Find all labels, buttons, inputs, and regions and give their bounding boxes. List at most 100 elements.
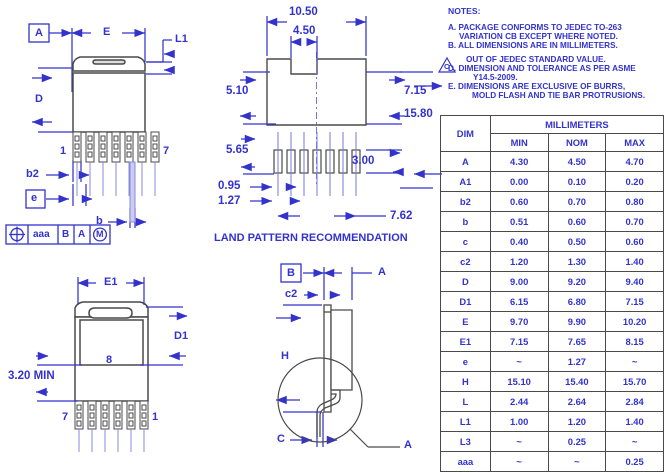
notes-title: NOTES:	[448, 6, 481, 16]
cell-dim: A1	[440, 171, 491, 192]
cell-max: 2.84	[605, 391, 664, 412]
cell-dim: L	[440, 391, 491, 412]
drawing-canvas	[5, 16, 457, 452]
side-view-dim-c-label: C	[277, 433, 285, 445]
cell-dim: A	[440, 151, 491, 172]
table-header-min: MIN	[489, 133, 549, 152]
bottom-view-dimension-lines	[36, 277, 188, 402]
front-view-pin-first-label: 1	[60, 145, 67, 157]
bottom-view-pin-extension-lines	[78, 429, 145, 452]
cell-dim: E1	[440, 331, 491, 352]
cell-nom: 4.50	[547, 151, 607, 172]
cell-min: 9.70	[489, 311, 549, 332]
note-d: D. DIMENSION AND TOLERANCE AS PER ASME	[448, 64, 636, 73]
cell-max: 10.20	[605, 311, 664, 332]
land-pattern-dim-left-lower-label: 5.65	[226, 144, 249, 156]
side-view-dim-h-label: H	[281, 350, 289, 362]
note-e: E. DIMENSIONS ARE EXCLUSIVE OF BURRS,	[448, 82, 626, 91]
table-row: e~1.27~	[440, 351, 664, 372]
triangle-note-symbol	[437, 56, 457, 73]
cell-max: 9.40	[605, 271, 664, 292]
cell-nom: 6.80	[547, 291, 607, 312]
note-b: B. ALL DIMENSIONS ARE IN MILLIMETERS.	[448, 41, 618, 50]
cell-max: ~	[605, 431, 664, 452]
table-header-max: MAX	[605, 133, 664, 152]
cell-min: 15.10	[489, 371, 549, 392]
cell-dim: c2	[440, 251, 491, 272]
land-pattern-dim-left-upper-label: 5.10	[226, 85, 249, 97]
cell-dim: L3	[440, 431, 491, 452]
triangle-note-letter: C	[444, 62, 450, 71]
front-view-pins	[72, 131, 160, 163]
table-header-nom: NOM	[547, 133, 607, 152]
front-view-dim-l1-label: L1	[175, 33, 188, 45]
cell-nom: 1.27	[547, 351, 607, 372]
cell-nom: 9.90	[547, 311, 607, 332]
table-row: aaa~~0.25	[440, 451, 664, 472]
cell-min: 0.60	[489, 191, 549, 212]
cell-max: 0.25	[605, 451, 664, 472]
side-view-datum-b-box	[280, 263, 302, 283]
table-header-dim: DIM	[440, 115, 491, 152]
bottom-view-dim-e1-label: E1	[104, 276, 118, 288]
cell-min: 1.00	[489, 411, 549, 432]
cell-max: 0.70	[605, 211, 664, 232]
side-view-dim-c2-label: c2	[285, 288, 298, 300]
cell-min: 9.00	[489, 271, 549, 292]
land-pattern-dim-pad-label: 3.00	[352, 155, 375, 167]
cell-dim: b	[440, 211, 491, 232]
side-view-detail-label: A	[404, 439, 412, 451]
cell-dim: L1	[440, 411, 491, 432]
front-view-dim-e-label: E	[103, 26, 111, 38]
note-d-cont: Y14.5-2009.	[473, 73, 518, 82]
bottom-view-dim-d1-label: D1	[174, 330, 189, 342]
fcf-modifier-m-label: M	[96, 229, 104, 239]
feature-control-frame	[5, 224, 111, 245]
cell-min: ~	[489, 451, 549, 472]
land-pattern-caption: LAND PATTERN RECOMMENDATION	[214, 232, 408, 244]
cell-dim: b2	[440, 191, 491, 212]
front-view-package-body	[72, 56, 146, 133]
cell-nom: 0.50	[547, 231, 607, 252]
front-view-dim-d-label: D	[35, 93, 43, 105]
front-view-pin-extension-lines	[76, 161, 156, 223]
bottom-view-pin-right-label: 1	[152, 411, 159, 423]
cell-nom: 0.25	[547, 431, 607, 452]
cell-dim: E	[440, 311, 491, 332]
cell-nom: 1.20	[547, 411, 607, 432]
front-view-dim-b2-label: b2	[26, 168, 39, 180]
package-drawing-sheet: A E L1 D 1 7 b2 e b aaa B A M 10.50 4.50…	[5, 6, 666, 472]
cell-min: 1.20	[489, 251, 549, 272]
fcf-datum-a-label: A	[78, 229, 86, 240]
table-header-row-2: MIN NOM MAX	[441, 133, 664, 152]
bottom-view-dim-min-label: 3.20 MIN	[8, 370, 55, 382]
land-pattern-dim-width-label: 10.50	[289, 6, 318, 18]
front-view-pin-last-label: 7	[163, 145, 170, 157]
cell-min: 6.15	[489, 291, 549, 312]
front-view-datum-a-box	[28, 23, 50, 43]
bottom-view-pins	[74, 400, 149, 430]
cell-max: 0.60	[605, 231, 664, 252]
cell-dim: D	[440, 271, 491, 292]
cell-max: 1.40	[605, 251, 664, 272]
note-a: A. PACKAGE CONFORMS TO JEDEC TO-263	[448, 23, 622, 32]
cell-min: ~	[489, 351, 549, 372]
cell-max: 8.15	[605, 331, 664, 352]
cell-min: 0.51	[489, 211, 549, 232]
land-pattern-dim-notch-label: 4.50	[293, 25, 316, 37]
cell-min: 4.30	[489, 151, 549, 172]
cell-max: 4.70	[605, 151, 664, 172]
cell-dim: aaa	[440, 451, 491, 472]
side-view-dimension-lines	[276, 267, 372, 447]
notes-block: NOTES: A. PACKAGE CONFORMS TO JEDEC TO-2…	[448, 6, 666, 100]
table-header-row-1: DIM MILLIMETERS	[440, 115, 665, 152]
cell-nom: 9.20	[547, 271, 607, 292]
